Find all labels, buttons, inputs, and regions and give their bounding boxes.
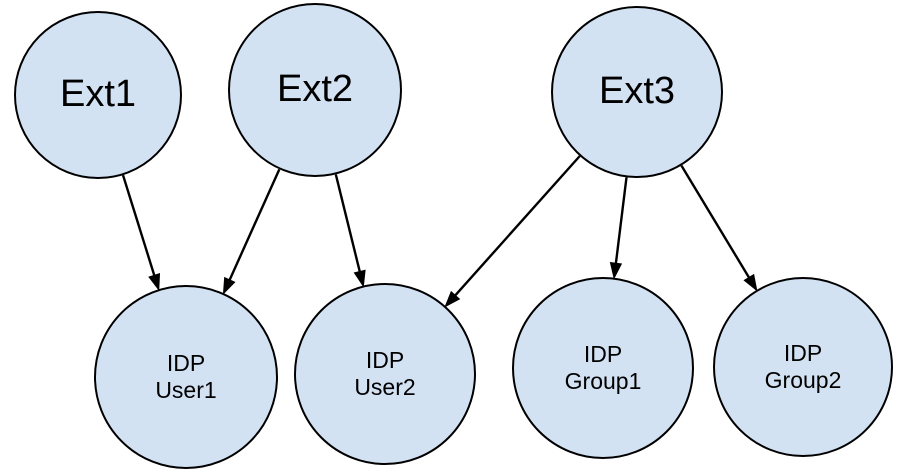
edge-ext1-to-idp-user1 (121, 174, 161, 292)
node-circle[interactable] (14, 11, 182, 179)
node-circle[interactable] (94, 285, 278, 469)
node-circle[interactable] (512, 277, 694, 459)
edge-arrowhead-icon (743, 273, 758, 292)
node-label-line1: IDP (366, 347, 404, 373)
node-ext3[interactable]: Ext3 (551, 6, 723, 178)
node-circle[interactable] (713, 277, 893, 457)
node-ext2[interactable]: Ext2 (228, 3, 402, 177)
edge-line (121, 174, 157, 280)
node-label: Ext1 (60, 73, 136, 115)
edge-arrowhead-icon (609, 262, 623, 280)
edges-layer (121, 155, 758, 308)
node-ext1[interactable]: Ext1 (14, 11, 182, 179)
edge-line (226, 168, 281, 285)
edge-line (334, 174, 362, 277)
edge-ext2-to-idp-user1 (222, 168, 281, 295)
edge-ext3-to-idp-user2 (444, 155, 581, 308)
node-label-line2: Group1 (565, 368, 642, 394)
edge-line (451, 155, 581, 300)
node-label-line1: IDP (584, 341, 622, 367)
edge-arrowhead-icon (353, 269, 366, 288)
edge-arrowhead-icon (222, 276, 236, 295)
edge-arrowhead-icon (444, 290, 461, 308)
node-label: Ext3 (599, 70, 675, 112)
edge-ext3-to-idp-group2 (680, 165, 758, 292)
edge-ext2-to-idp-user2 (334, 174, 366, 288)
edge-line (680, 165, 753, 283)
edge-line (614, 177, 628, 268)
node-circle[interactable] (551, 6, 723, 178)
node-label-line2: User1 (155, 377, 216, 403)
edge-arrowhead-icon (148, 273, 161, 292)
node-circle[interactable] (294, 283, 476, 465)
node-label-line2: Group2 (765, 367, 842, 393)
edge-ext3-to-idp-group1 (609, 177, 628, 280)
node-label: Ext2 (277, 68, 353, 110)
node-label-line2: User2 (354, 374, 415, 400)
node-label-line1: IDP (784, 340, 822, 366)
node-circle[interactable] (228, 3, 402, 177)
node-label-line1: IDP (167, 350, 205, 376)
